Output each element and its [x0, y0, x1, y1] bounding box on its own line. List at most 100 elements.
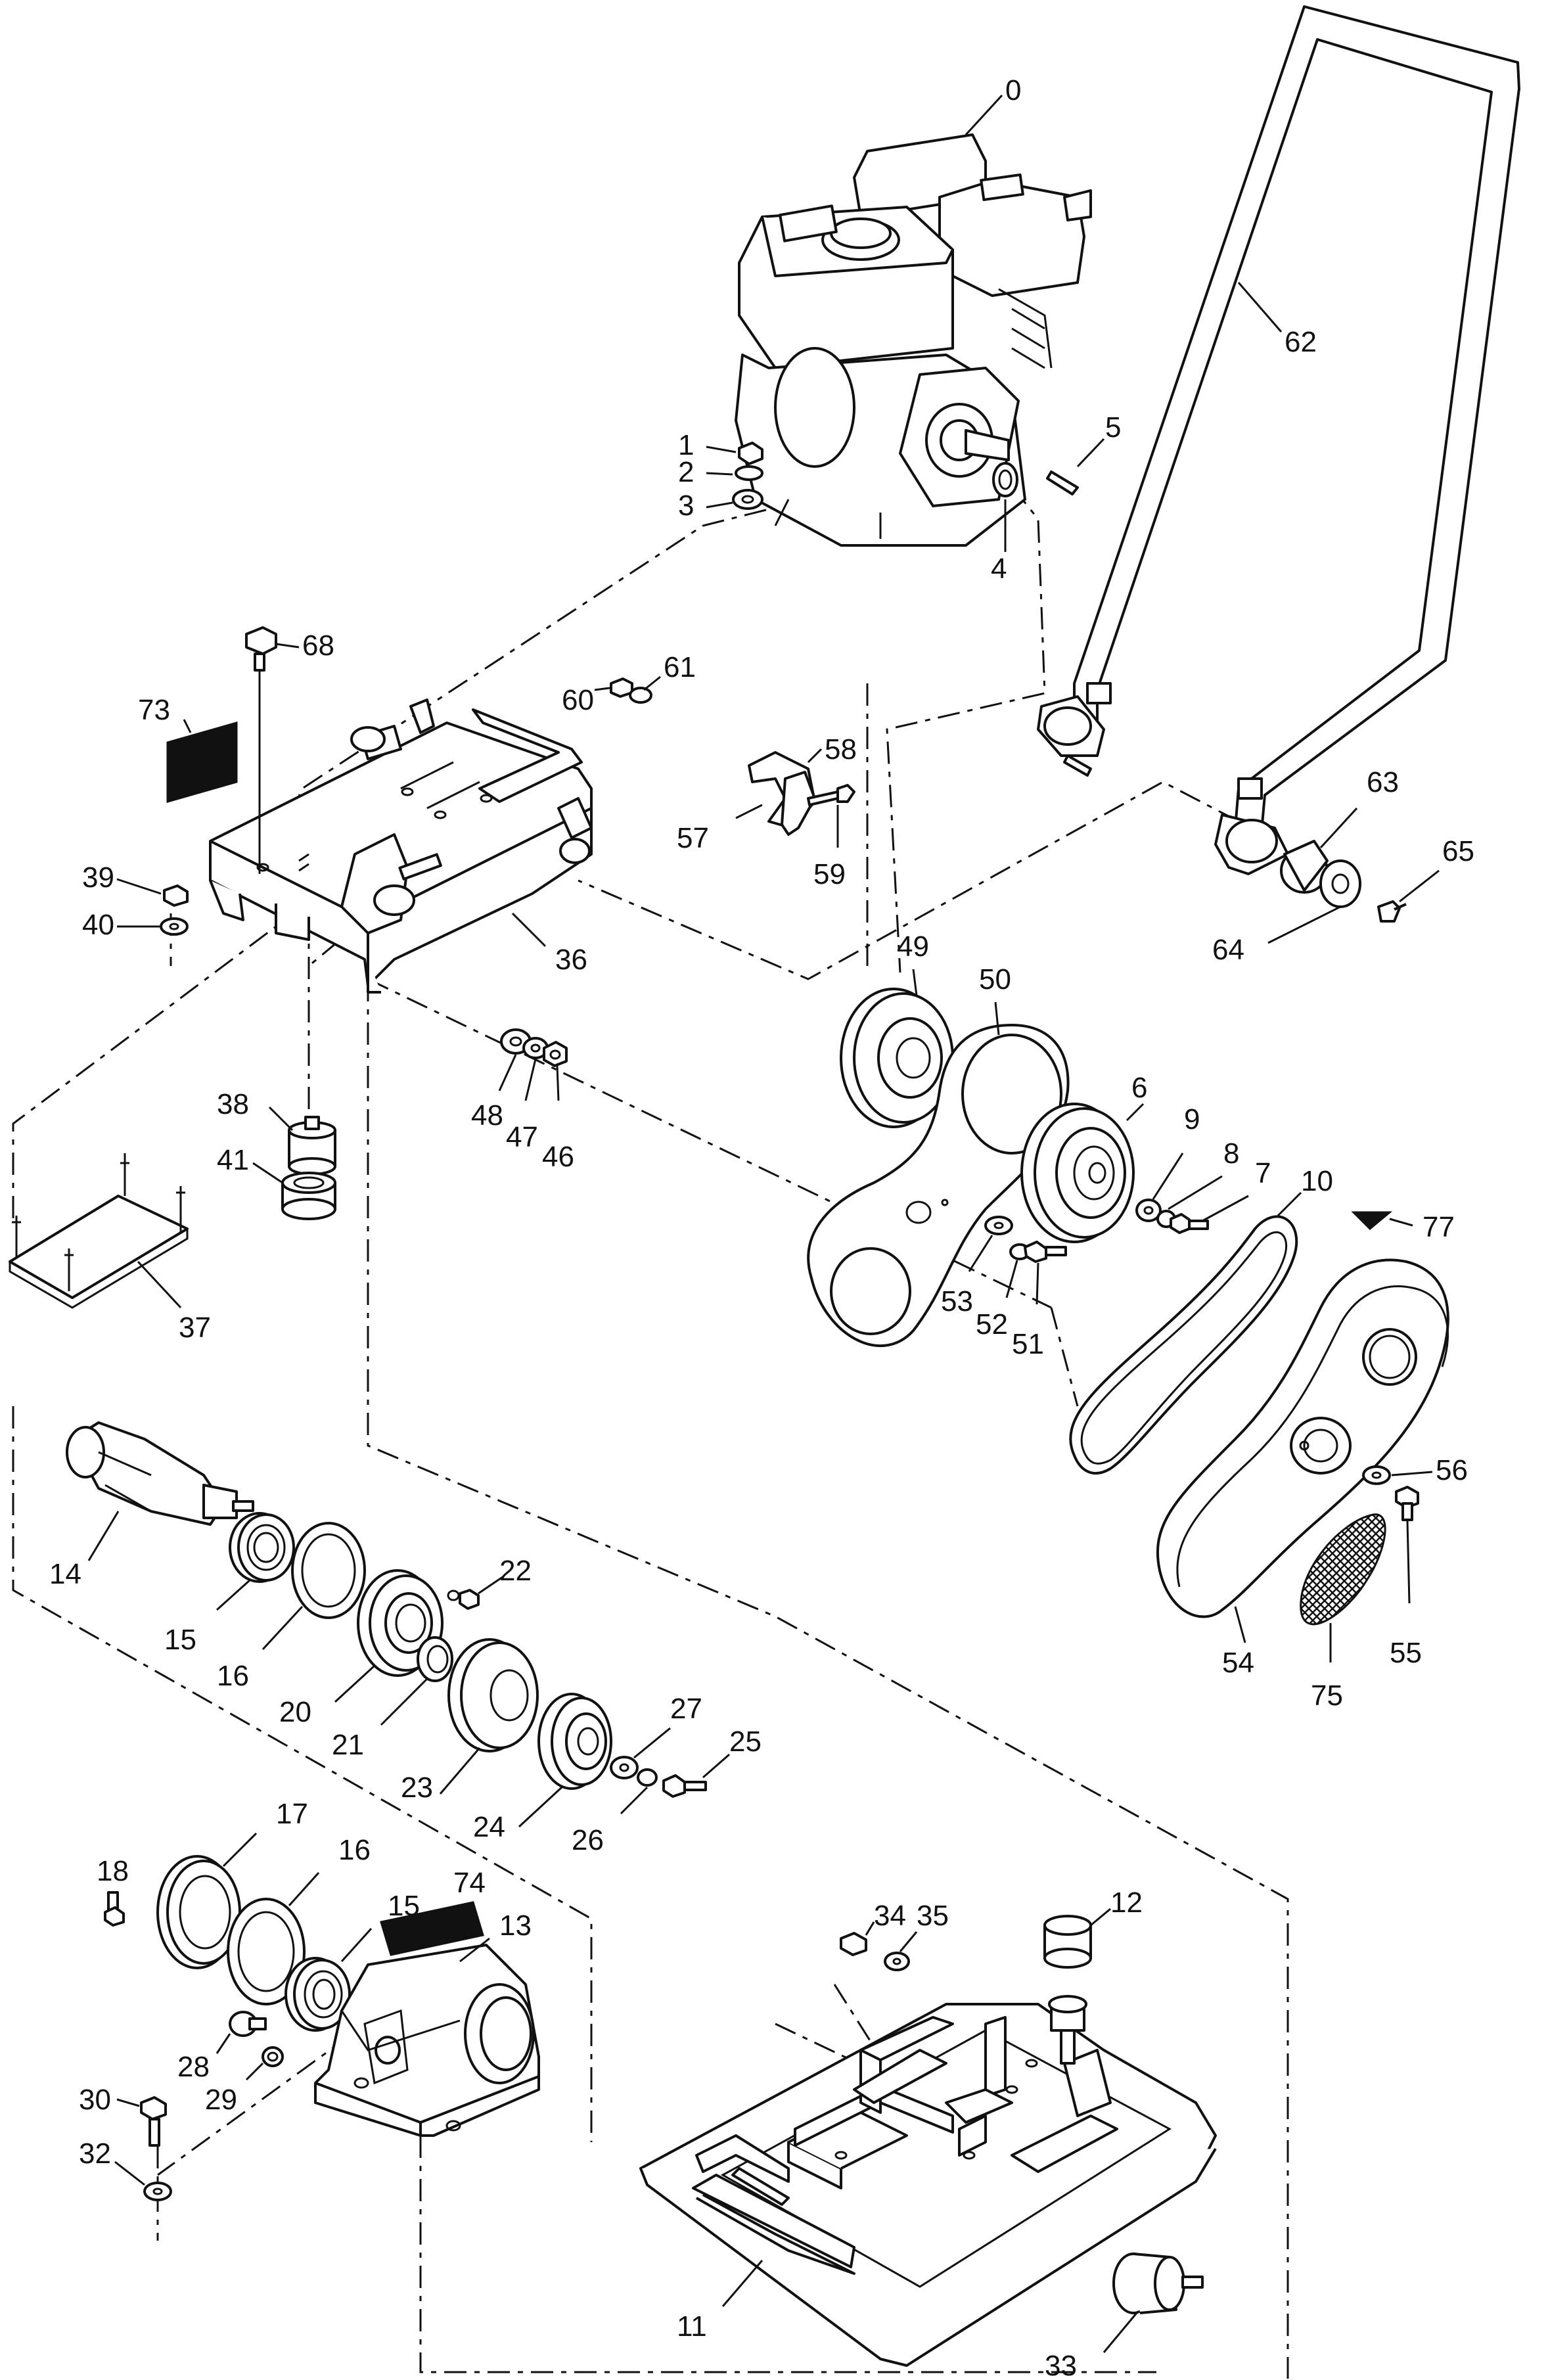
- fasteners-25-27: [610, 1756, 707, 1798]
- part-number: 75: [1311, 1680, 1343, 1712]
- part-number: 51: [1012, 1328, 1044, 1360]
- gasket-16b: [227, 1898, 306, 2005]
- part-number: 5: [1105, 411, 1121, 444]
- part-label-16a: 16: [217, 1605, 304, 1692]
- part-label-30: 30: [79, 2084, 140, 2116]
- part-number: 15: [164, 1624, 196, 1656]
- part-number: 30: [79, 2084, 111, 2116]
- part-number: 61: [664, 651, 696, 683]
- part-number: 63: [1367, 766, 1399, 798]
- part-label-61: 61: [643, 651, 696, 691]
- part-label-48: 48: [471, 1054, 517, 1132]
- part-number: 60: [562, 684, 594, 716]
- part-label-4: 4: [991, 499, 1007, 585]
- part-number: 4: [991, 553, 1007, 585]
- engine: [735, 133, 1092, 547]
- part-number: 24: [473, 1811, 505, 1843]
- bolt-68: [245, 626, 277, 874]
- part-label-62: 62: [1237, 282, 1317, 358]
- part-number: 48: [471, 1099, 503, 1132]
- part-label-1: 1: [678, 429, 737, 461]
- part-number: 32: [79, 2138, 111, 2170]
- handle: [1037, 5, 1520, 875]
- part-number: 77: [1423, 1211, 1455, 1243]
- part-label-57: 57: [677, 804, 763, 854]
- nut-washers-46-48: [500, 1028, 568, 1067]
- part-number: 12: [1110, 1887, 1143, 1919]
- o-ring-29: [262, 2046, 284, 2067]
- engine-fasteners: [732, 442, 763, 510]
- handle-holder: [748, 751, 855, 836]
- part-number: 36: [555, 944, 587, 976]
- part-number: 49: [897, 930, 929, 963]
- part-label-41: 41: [217, 1144, 283, 1184]
- part-number: 6: [1131, 1072, 1147, 1104]
- collar-key: [992, 462, 1079, 497]
- part-number: 23: [401, 1772, 433, 1804]
- part-label-54: 54: [1222, 1606, 1254, 1679]
- belt-cover-inner: [807, 1024, 1070, 1348]
- nut-34-washer-35: [840, 1932, 910, 1971]
- part-label-28: 28: [177, 2033, 231, 2083]
- part-number: 56: [1436, 1454, 1468, 1486]
- part-number: 52: [976, 1308, 1008, 1340]
- part-number: 38: [217, 1088, 249, 1120]
- spacer-23: [447, 1638, 539, 1752]
- part-label-38: 38: [217, 1088, 294, 1132]
- part-number: 54: [1222, 1647, 1254, 1679]
- part-label-53: 53: [941, 1235, 993, 1317]
- part-label-29: 29: [205, 2062, 264, 2116]
- part-number: 29: [205, 2084, 237, 2116]
- part-number: 17: [276, 1798, 308, 1830]
- part-number: 55: [1390, 1637, 1422, 1669]
- part-number: 34: [874, 1900, 906, 1932]
- part-number: 1: [678, 429, 694, 461]
- part-number: 14: [49, 1558, 81, 1590]
- part-label-59: 59: [813, 805, 846, 890]
- bolt-30: [140, 2096, 167, 2147]
- part-number: 8: [1223, 1137, 1239, 1170]
- part-label-34: 34: [865, 1900, 906, 1936]
- part-number: 73: [138, 694, 170, 726]
- part-number: 74: [453, 1867, 486, 1899]
- part-label-37: 37: [137, 1260, 211, 1344]
- part-label-6: 6: [1126, 1072, 1147, 1122]
- part-number: 3: [678, 490, 694, 522]
- base-plate: [639, 2003, 1217, 2367]
- part-label-5: 5: [1076, 411, 1121, 468]
- part-label-0: 0: [965, 74, 1021, 136]
- part-number: 41: [217, 1144, 249, 1176]
- part-label-35: 35: [899, 1900, 949, 1952]
- part-number: 10: [1301, 1165, 1333, 1197]
- part-label-3: 3: [678, 490, 733, 522]
- part-label-27: 27: [633, 1693, 702, 1759]
- part-label-68: 68: [275, 629, 334, 662]
- eccentric-shaft: [66, 1421, 254, 1526]
- part-number: 16: [217, 1660, 249, 1692]
- collar-41: [281, 1172, 336, 1220]
- part-label-75: 75: [1311, 1623, 1343, 1712]
- part-number: 57: [677, 822, 709, 854]
- part-label-46: 46: [542, 1065, 574, 1173]
- part-number: 37: [179, 1312, 211, 1344]
- part-label-25: 25: [702, 1726, 762, 1779]
- part-label-55: 55: [1390, 1521, 1422, 1669]
- exciter-pulley-24: [537, 1693, 612, 1790]
- part-number: 27: [670, 1693, 702, 1725]
- part-number: 16: [338, 1834, 371, 1866]
- v-belt: [1069, 1215, 1298, 1475]
- part-label-40: 40: [82, 909, 160, 941]
- part-label-11: 11: [677, 2260, 763, 2343]
- part-label-49: 49: [897, 930, 929, 996]
- clutch-pulley: [1020, 1103, 1135, 1243]
- part-label-64: 64: [1212, 905, 1341, 966]
- part-label-2: 2: [678, 456, 733, 488]
- washer-32: [143, 2182, 172, 2201]
- part-label-26: 26: [572, 1786, 649, 1856]
- cover-17: [156, 1855, 241, 1969]
- pulley-49: [840, 988, 954, 1128]
- fasteners-55-56: [1362, 1465, 1419, 1521]
- exciter-housing: [314, 1944, 540, 2137]
- part-label-32: 32: [79, 2138, 145, 2186]
- part-number: 53: [941, 1285, 973, 1317]
